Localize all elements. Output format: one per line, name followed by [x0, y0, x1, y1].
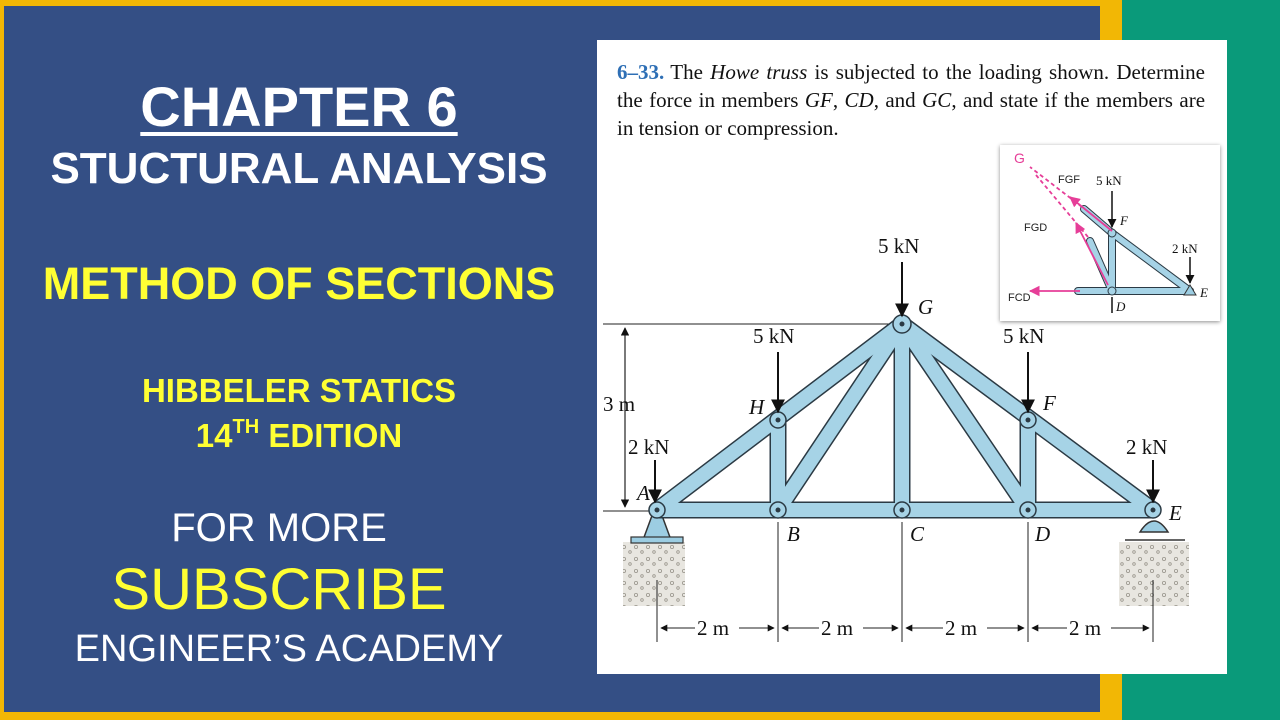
- load-arrows: [648, 262, 1160, 504]
- chapter-title: CHAPTER 6: [140, 75, 458, 138]
- joint-label-a: A: [635, 481, 650, 505]
- truss-figure: 5 kN 5 kN 5 kN 2 kN 2 kN 3 m G H F A E B…: [603, 234, 1189, 642]
- problem-card: 6–33.The Howe truss is subjected to the …: [597, 40, 1227, 674]
- truss-members: [648, 315, 1162, 519]
- problem-statement: 6–33.The Howe truss is subjected to the …: [617, 60, 1206, 140]
- joint-label-b: B: [787, 522, 800, 546]
- free-body-inset: G FGF FGD FCD 5 kN 2 kN F D E: [1000, 145, 1220, 321]
- inset-load-e: 2 kN: [1172, 241, 1198, 256]
- rocker-support-e: [1138, 520, 1170, 533]
- load-label-h: 5 kN: [753, 324, 794, 348]
- span-label-4: 2 m: [1069, 616, 1101, 640]
- inset-joint-f: F: [1119, 213, 1129, 228]
- right-ground: [1119, 542, 1189, 606]
- left-ground: [623, 542, 685, 606]
- joint-label-f: F: [1042, 391, 1056, 415]
- inset-label-fgf: FGF: [1058, 174, 1080, 186]
- span-label-2: 2 m: [821, 616, 853, 640]
- inset-label-fcd: FCD: [1008, 292, 1031, 304]
- joint-label-h: H: [748, 395, 766, 419]
- channel-name: ENGINEER’S ACADEMY: [74, 628, 504, 670]
- for-more-text: FOR MORE: [171, 506, 387, 550]
- span-label-3: 2 m: [945, 616, 977, 640]
- method-heading: METHOD OF SECTIONS: [42, 258, 556, 309]
- subscribe-text: SUBSCRIBE: [111, 557, 447, 622]
- book-edition: 14TH EDITION: [195, 416, 403, 454]
- height-label: 3 m: [603, 392, 635, 416]
- load-label-f: 5 kN: [1003, 324, 1044, 348]
- book-title: HIBBELER STATICS: [141, 372, 457, 409]
- load-label-e: 2 kN: [1126, 435, 1167, 459]
- joint-label-g: G: [918, 295, 933, 319]
- inset-load-f: 5 kN: [1096, 173, 1122, 188]
- inset-joint-e: E: [1199, 285, 1208, 300]
- free-body-diagram: G FGF FGD FCD 5 kN 2 kN F D E: [1008, 150, 1208, 314]
- joint-label-e: E: [1168, 501, 1182, 525]
- joint-label-d: D: [1034, 522, 1050, 546]
- inset-joint-d: D: [1115, 299, 1126, 314]
- load-label-a: 2 kN: [628, 435, 669, 459]
- load-label-g: 5 kN: [878, 234, 919, 258]
- inset-label-fgd: FGD: [1024, 222, 1047, 234]
- problem-number: 6–33.: [617, 60, 665, 84]
- inset-label-g: G: [1014, 150, 1025, 166]
- joint-label-c: C: [910, 522, 925, 546]
- span-label-1: 2 m: [697, 616, 729, 640]
- chapter-subtitle: STUCTURAL ANALYSIS: [50, 144, 548, 193]
